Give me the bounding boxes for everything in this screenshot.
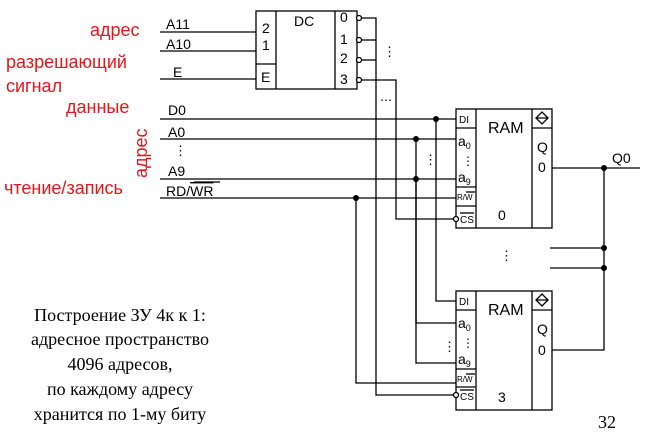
decoder-outputs-ellipsis: ⋮ [383, 44, 396, 59]
label-read-write: чтение/запись [4, 178, 123, 198]
decoder-in-2: 2 [262, 20, 270, 36]
decoder-inversion-1 [355, 36, 363, 44]
signal-q0-out: Q0 [612, 150, 631, 166]
junction-rw [353, 195, 359, 201]
wire-a9-to-ram3 [415, 179, 456, 364]
junction-a9 [413, 176, 419, 182]
signal-rd-wr: RD/WR [166, 183, 213, 199]
signal-d0: D0 [168, 102, 186, 118]
caption-line-4: по каждому адресу [47, 379, 193, 399]
ram0-pin-a9: a9 [458, 169, 471, 187]
decoder-inversion-0 [355, 14, 363, 22]
decoder-out-1: 1 [340, 31, 348, 47]
ram0-title: RAM [488, 120, 524, 137]
wire-dc-out0-to-ram3-cs [361, 17, 456, 396]
wire-rw-to-ram3 [355, 198, 456, 384]
label-enable-line1: разрешающий [6, 52, 127, 72]
svg-text:⋮: ⋮ [462, 154, 474, 168]
decoder-block: DC 2 1 E 0 1 2 3 ⋮ [255, 9, 396, 90]
ram3-pin-di: DI [459, 297, 469, 308]
junction-a0 [413, 136, 419, 142]
cs-bus-ellipsis: ⋯ [380, 93, 392, 107]
wire-dc-out3-to-ram0-cs [361, 79, 456, 220]
decoder-title: DC [294, 13, 314, 29]
wire-d0-to-ram3 [435, 119, 456, 302]
signal-a11: A11 [166, 16, 190, 32]
ram3-out-q0: 0 [538, 342, 546, 358]
ram3-tristate-icon [535, 293, 549, 307]
ram-chip-0: DI a0 ⋮ a9 R/W CS RAM 0 Q 0 [452, 108, 553, 229]
bus-ellipsis-2: ⋮ [443, 339, 456, 354]
ram0-pin-di: DI [459, 115, 469, 126]
caption-line-2: адресное пространство [31, 329, 209, 349]
address-bus-ellipsis: ⋮ [174, 143, 187, 158]
caption-line-5: хранится по 1-му биту [34, 404, 207, 424]
label-data: данные [66, 97, 129, 117]
label-address-vertical: адрес [131, 128, 151, 178]
junction-q0 [601, 165, 607, 171]
ram3-title: RAM [488, 302, 524, 319]
caption: Построение ЗУ 4к к 1: адресное пространс… [31, 305, 209, 424]
ram0-out-q: Q [537, 139, 548, 155]
ram3-pin-cs: CS [460, 392, 474, 403]
signal-a9: A9 [168, 163, 185, 179]
decoder-out-0: 0 [340, 9, 348, 25]
ram0-outline [455, 108, 553, 229]
ram0-out-q0: 0 [538, 159, 546, 175]
decoder-in-1: 1 [262, 37, 270, 53]
bus-ellipsis-1: ⋮ [424, 152, 437, 167]
ram3-pin-a0: a0 [458, 315, 471, 333]
junction-chip2 [601, 265, 607, 271]
svg-text:⋮: ⋮ [462, 336, 474, 350]
decoder-out-3: 3 [340, 71, 348, 87]
ram-chip-3: DI a0 ⋮ a9 R/W CS RAM 3 Q 0 [452, 290, 553, 411]
signal-e: E [173, 64, 182, 80]
ram0-tristate-icon [535, 111, 549, 125]
decoder-in-e: E [261, 69, 270, 85]
signal-a10: A10 [166, 36, 191, 52]
decoder-outline [255, 10, 358, 90]
junction-d0 [433, 116, 439, 122]
signal-a0: A0 [168, 124, 185, 140]
label-address: адрес [90, 20, 140, 40]
label-enable-line2: сигнал [6, 76, 62, 96]
junction-chip1 [601, 245, 607, 251]
page-number: 32 [598, 412, 616, 432]
ram0-pin-rw: R/W [457, 193, 473, 202]
decoder-inversion-2 [355, 56, 363, 64]
ram3-pin-a9: a9 [458, 351, 471, 369]
ram0-pin-cs: CS [460, 215, 474, 226]
decoder-out-2: 2 [340, 50, 348, 66]
wire-ram3-q0 [552, 168, 605, 351]
caption-line-3: 4096 адресов, [67, 354, 172, 374]
chips-ellipsis: ⋮ [500, 248, 513, 263]
ram3-pin-rw: R/W [457, 375, 473, 384]
ram3-out-q: Q [537, 321, 548, 337]
ram3-index: 3 [498, 389, 506, 405]
ram0-index: 0 [498, 207, 506, 223]
decoder-inversion-3 [355, 76, 363, 84]
caption-line-1: Построение ЗУ 4к к 1: [34, 305, 206, 325]
ram0-pin-a0: a0 [458, 133, 471, 151]
